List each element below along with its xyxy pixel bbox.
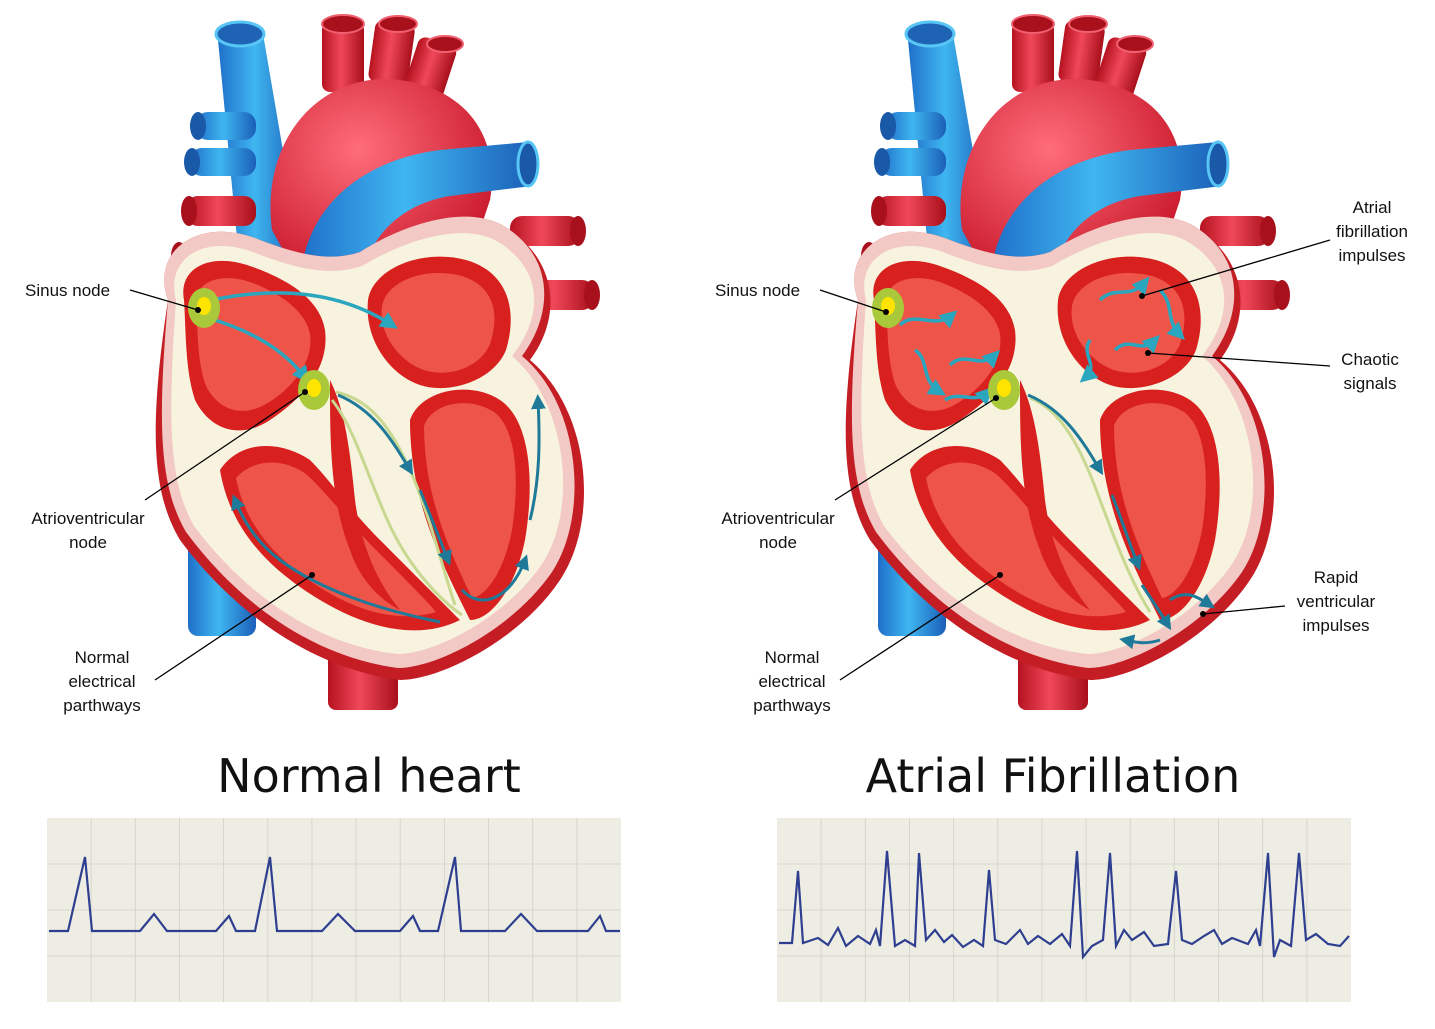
heart-illustration-afib (844, 13, 1292, 712)
panel-atrial-fibrillation: Sinus node Atrioventricular node Normal … (715, 13, 1408, 1002)
label-av-node-line1-afib: Atrioventricular (721, 509, 835, 528)
leader-line-av-afib (834, 397, 997, 501)
ecg-trace-normal (49, 856, 620, 933)
label-rapid-line2: ventricular (1297, 592, 1376, 611)
label-chaotic-line1: Chaotic (1341, 350, 1399, 369)
leader-line-af-impulses (1141, 239, 1331, 297)
leader-line-rapid (1202, 605, 1286, 615)
title-normal-heart: Normal heart (217, 749, 521, 803)
label-av-node-line2-afib: node (759, 533, 797, 552)
leader-line-chaotic (1147, 352, 1331, 367)
leader-line-sinus-afib (819, 289, 887, 313)
label-av-node-line2-normal: node (69, 533, 107, 552)
label-pathways-line1-normal: Normal (75, 648, 130, 667)
label-pathways-line3-afib: parthways (753, 696, 830, 715)
label-pathways-line3-normal: parthways (63, 696, 140, 715)
leader-line-sinus-normal (129, 289, 199, 311)
label-rapid-line1: Rapid (1314, 568, 1358, 587)
leader-line-pathways-normal (154, 574, 313, 681)
label-pathways-line1-afib: Normal (765, 648, 820, 667)
label-pathways-line2-afib: electrical (758, 672, 825, 691)
leader-line-av-normal (144, 391, 306, 501)
ecg-strip-afib (777, 818, 1351, 1002)
label-af-impulses-line2: fibrillation (1336, 222, 1408, 241)
ecg-trace-afib (779, 850, 1350, 960)
panel-normal-heart: Sinus node Atrioventricular node Normal … (25, 13, 621, 1002)
label-av-node-line1-normal: Atrioventricular (31, 509, 145, 528)
label-pathways-line2-normal: electrical (68, 672, 135, 691)
label-rapid-line3: impulses (1302, 616, 1369, 635)
leader-line-pathways-afib (839, 574, 1001, 681)
label-af-impulses-line1: Atrial (1353, 198, 1392, 217)
ecg-strip-normal (47, 818, 621, 1002)
label-chaotic-line2: signals (1344, 374, 1397, 393)
label-sinus-node-afib: Sinus node (715, 281, 800, 300)
title-atrial-fibrillation: Atrial Fibrillation (866, 749, 1241, 803)
label-sinus-node-normal: Sinus node (25, 281, 110, 300)
label-af-impulses-line3: impulses (1338, 246, 1405, 265)
